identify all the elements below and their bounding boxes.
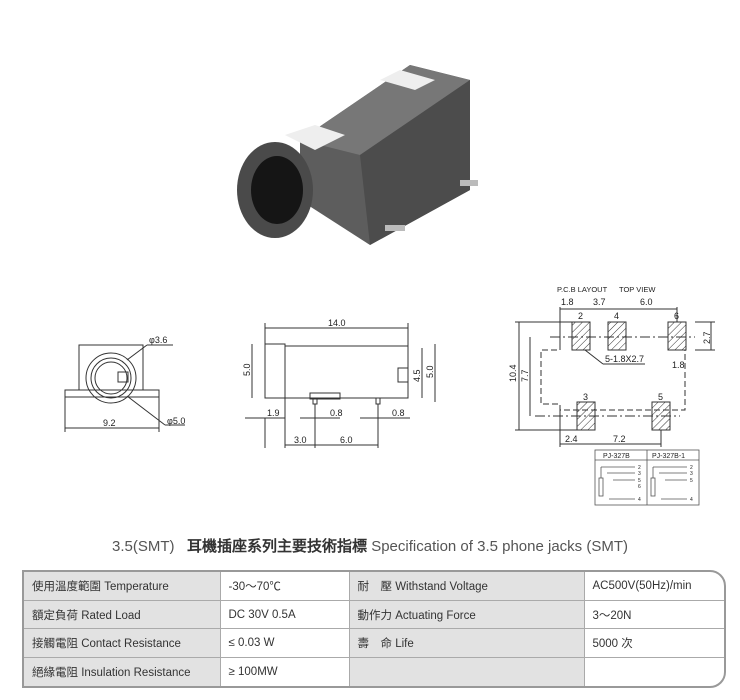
spec-value: -30～70℃ <box>219 572 350 601</box>
pcb-layout-drawing: P.C.B LAYOUT TOP VIEW 1.8 3.7 6.0 2.7 1.… <box>508 285 715 506</box>
pcb-view: TOP VIEW <box>619 285 656 294</box>
dim-width: 9.2 <box>103 418 116 428</box>
dim-e: 1.8 <box>672 360 685 370</box>
pin-label: 5 <box>690 478 693 484</box>
pad-note: 5-1.8X2.7 <box>605 354 644 364</box>
dim-h: 2.4 <box>565 434 578 444</box>
dim-c: 6.0 <box>640 297 653 307</box>
pin-label: 6 <box>638 484 641 490</box>
spec-row: 絕緣電阻 Insulation Resistance≥ 100MW <box>24 657 724 686</box>
model-pj-327b: PJ-327B <box>603 453 630 460</box>
spec-value <box>583 657 724 686</box>
spec-value: AC500V(50Hz)/min <box>583 572 724 601</box>
side-view-drawing: 14.0 5.0 4.5 5.0 1.9 0.8 0.8 3.0 6.0 <box>242 318 436 448</box>
dim-length: 14.0 <box>328 318 346 328</box>
pcb-title: P.C.B LAYOUT <box>557 285 608 294</box>
dim-dia-outer: φ5.0 <box>167 416 185 426</box>
dim-dia-inner: φ3.6 <box>149 335 167 345</box>
pin-label: 2 <box>690 465 693 471</box>
spec-heading: 3.5(SMT) 耳機插座系列主要技術指標 Specification of 3… <box>0 535 740 556</box>
spec-label: 使用溫度範圍 Temperature <box>24 572 221 601</box>
pin-label: 5 <box>658 392 663 402</box>
pin-label: 3 <box>690 471 693 477</box>
spec-value: DC 30V 0.5A <box>219 599 350 630</box>
heading-english: Specification of 3.5 phone jacks (SMT) <box>371 538 628 555</box>
dim-d3: 0.8 <box>392 408 405 418</box>
dim-d: 2.7 <box>702 331 712 344</box>
heading-chinese: 耳機插座系列主要技術指標 <box>187 538 368 555</box>
dim-d4: 3.0 <box>294 435 307 445</box>
front-view-drawing: φ3.6 φ5.0 9.2 <box>64 335 185 432</box>
pin-label: 3 <box>583 392 588 402</box>
pin-label: 4 <box>690 497 693 503</box>
dim-i: 7.2 <box>613 434 626 444</box>
pin-label: 2 <box>638 465 641 471</box>
dim-b: 3.7 <box>593 297 606 307</box>
spec-label: 接觸電阻 Contact Resistance <box>24 628 221 659</box>
spec-label: 額定負荷 Rated Load <box>24 599 221 630</box>
model-pj-327b-1: PJ-327B-1 <box>652 453 685 460</box>
dim-f: 10.4 <box>508 364 518 382</box>
product-photo <box>237 65 478 245</box>
dim-height-right-inner: 4.5 <box>412 369 422 382</box>
dim-height-right: 5.0 <box>425 365 435 378</box>
dim-d2: 0.8 <box>330 408 343 418</box>
spec-value: 5000 次 <box>583 628 724 659</box>
spec-value: 3～20N <box>583 599 724 630</box>
pin-label: 5 <box>638 478 641 484</box>
spec-label: 動作力 Actuating Force <box>348 599 585 630</box>
spec-label: 絕緣電阻 Insulation Resistance <box>24 657 221 686</box>
dim-d5: 6.0 <box>340 435 353 445</box>
dim-height-left: 5.0 <box>242 363 252 376</box>
pin-label: 6 <box>674 311 679 321</box>
dim-g: 7.7 <box>520 369 530 382</box>
pin-label: 2 <box>578 311 583 321</box>
pin-label: 4 <box>638 497 641 503</box>
spec-label: 耐 壓 Withstand Voltage <box>348 572 585 601</box>
dim-d1: 1.9 <box>267 408 280 418</box>
spec-value: ≤ 0.03 W <box>219 628 350 659</box>
dim-a: 1.8 <box>561 297 574 307</box>
pin-label: 3 <box>638 471 641 477</box>
pin-label: 4 <box>614 311 619 321</box>
spec-label: 壽 命 Life <box>348 628 585 659</box>
spec-value: ≥ 100MW <box>219 657 350 686</box>
spec-label <box>348 657 585 686</box>
heading-prefix: 3.5(SMT) <box>111 538 175 555</box>
